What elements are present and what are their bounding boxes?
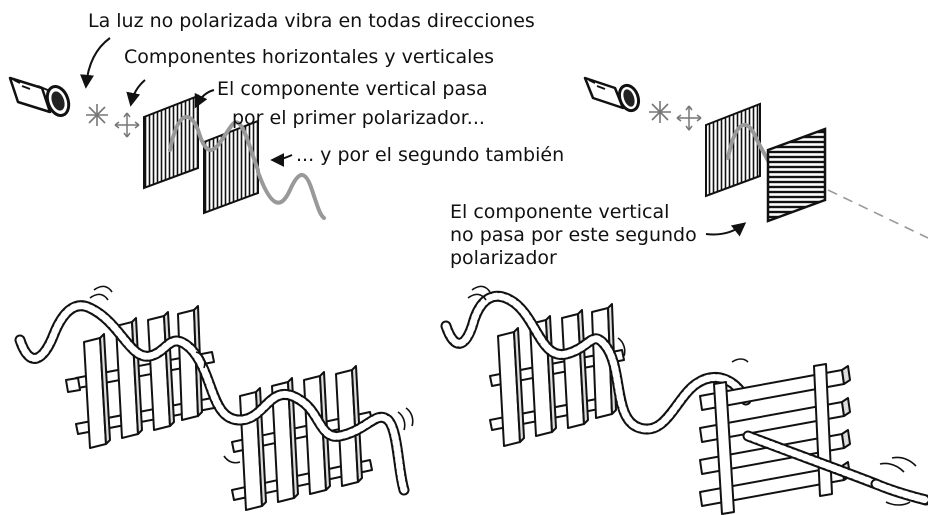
label-also-second: ... y por el segundo también	[296, 144, 565, 166]
label-vertical-passes-2: por el primer polarizador...	[232, 107, 485, 129]
horizontal-slat-fence	[699, 363, 851, 515]
label-vertical-passes-1: El componente vertical pasa	[217, 78, 488, 100]
label-blocked-2: no pasa por este segundo	[450, 224, 697, 246]
rope-icon	[14, 300, 410, 496]
dashed-line-icon	[827, 189, 928, 239]
motion-lines	[89, 285, 414, 464]
polarizer-vertical-2	[203, 119, 259, 215]
label-blocked-3: polarizador	[450, 247, 557, 269]
label-unpolarized: La luz no polarizada vibra en todas dire…	[88, 10, 535, 32]
polarizer-vertical-3	[705, 102, 761, 198]
flashlight-icon	[8, 76, 71, 118]
label-components: Componentes horizontales y verticales	[124, 46, 495, 68]
polarizer-horizontal	[766, 127, 827, 223]
rope-icon	[440, 290, 752, 435]
cross-arrows-icon	[114, 112, 140, 138]
flashlight-icon	[583, 76, 641, 113]
picket-fence-3	[489, 303, 625, 447]
starburst-icon	[86, 104, 108, 126]
cross-arrows-icon	[676, 105, 702, 131]
motion-lines	[467, 285, 917, 506]
picket-fence-1	[65, 305, 215, 449]
wave-icon	[168, 114, 326, 220]
label-blocked-1: El componente vertical	[450, 201, 670, 223]
starburst-icon	[649, 101, 671, 123]
rope-icon	[742, 430, 928, 506]
pointer-arrows	[80, 37, 747, 237]
